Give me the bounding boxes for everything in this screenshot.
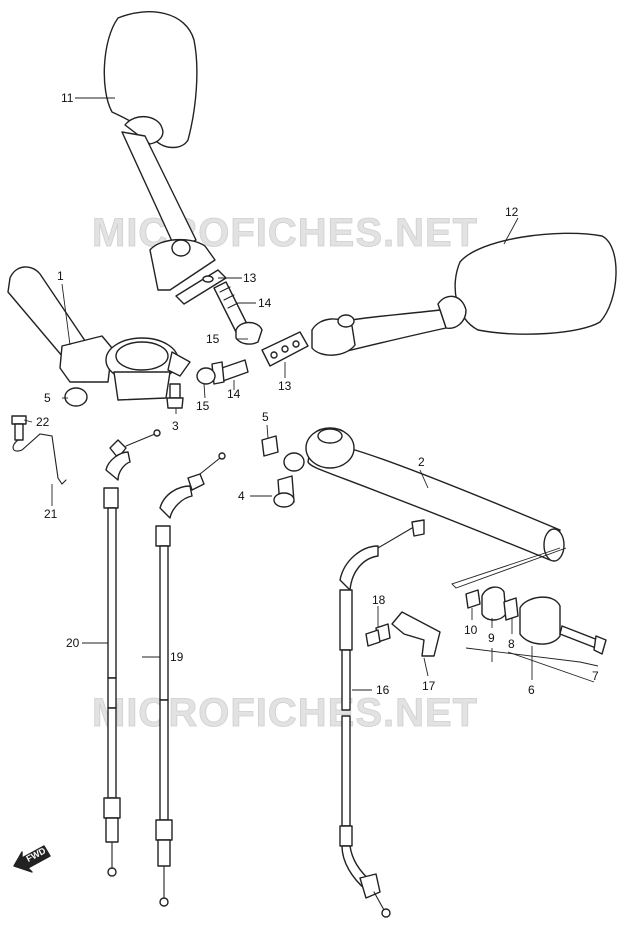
callout-8: 8 (508, 637, 515, 651)
callout-10: 10 (464, 623, 478, 637)
callout-6: 6 (528, 683, 535, 697)
callout-13-upper: 13 (243, 271, 257, 285)
forward-arrow: FWD (13, 845, 51, 873)
callout-3: 3 (172, 419, 179, 433)
callout-21: 21 (44, 507, 58, 521)
right-clamp-bolt (273, 475, 295, 508)
right-handlebar (283, 427, 565, 562)
bar-end-bolt (559, 625, 607, 655)
callout-9: 9 (488, 631, 495, 645)
callout-22: 22 (36, 415, 50, 429)
callout-2: 2 (418, 455, 425, 469)
callout-15-upper: 15 (206, 332, 220, 346)
right-end-cap (261, 435, 279, 457)
callout-18: 18 (372, 593, 386, 607)
callout-5-right: 5 (262, 410, 269, 424)
right-mirror (311, 232, 617, 356)
watermark-top: MICROFICHES.NET (92, 211, 478, 255)
left-handlebar (7, 266, 191, 401)
cable-clip (12, 433, 67, 485)
lower-bolt (211, 359, 249, 385)
left-end-cap (64, 387, 88, 407)
cut-line (451, 547, 567, 589)
throttle-cable-a (103, 429, 161, 877)
callout-13-lower: 13 (278, 379, 292, 393)
left-clamp-bolt (166, 383, 184, 409)
callout-20: 20 (66, 636, 80, 650)
bracket-mount-bolt (365, 623, 391, 647)
callout-1: 1 (57, 269, 64, 283)
throttle-cable-b (155, 452, 226, 907)
callout-7: 7 (592, 669, 599, 683)
lower-plate (261, 331, 309, 367)
clutch-cable (339, 519, 425, 918)
callout-11: 11 (61, 91, 74, 105)
upper-cap (235, 321, 263, 345)
callout-15-lower: 15 (196, 399, 210, 413)
callout-4: 4 (238, 489, 245, 503)
callout-14-lower: 14 (227, 387, 241, 401)
callout-5-left: 5 (44, 391, 51, 405)
bracket-bolt (11, 415, 27, 441)
callout-14-upper: 14 (258, 296, 272, 310)
callout-17: 17 (422, 679, 436, 693)
bar-end-set (465, 586, 561, 645)
callout-12: 12 (505, 205, 519, 219)
callout-19: 19 (170, 650, 184, 664)
callouts: 11 12 13 14 15 1 5 3 15 14 13 22 21 20 1… (36, 91, 599, 697)
left-mirror (103, 11, 216, 291)
watermark-bottom: MICROFICHES.NET (92, 691, 478, 735)
callout-16: 16 (376, 683, 390, 697)
cable-bracket (391, 611, 441, 657)
lower-cap (196, 367, 216, 385)
leader-lines (23, 97, 599, 691)
